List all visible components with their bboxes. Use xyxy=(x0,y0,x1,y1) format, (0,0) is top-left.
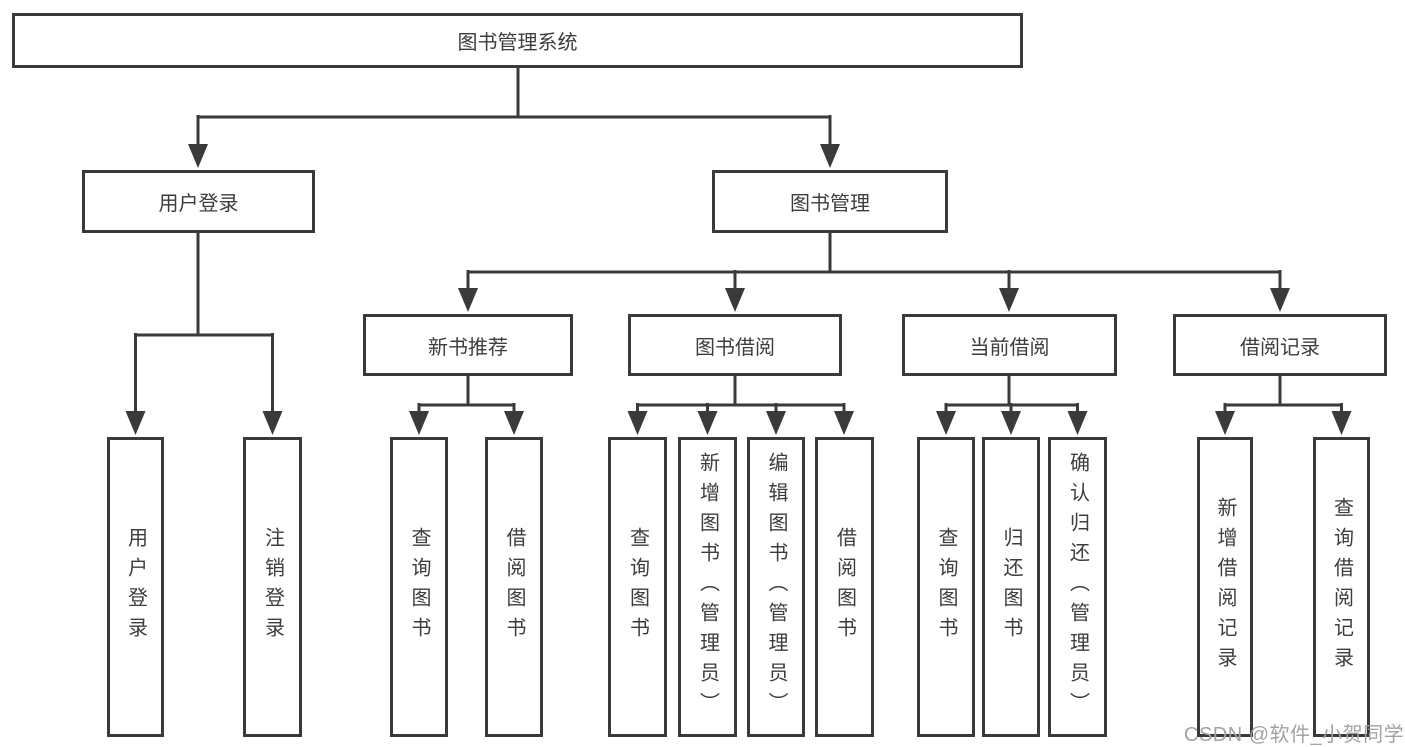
leaf-confirm-return-admin: 确认归还（管理员） xyxy=(1048,437,1107,737)
leaf-add-book-admin: 新增图书（管理员） xyxy=(678,437,737,737)
node-new-book-recommend: 新书推荐 xyxy=(363,314,573,376)
csdn-watermark: CSDN @软件_小贺同学 xyxy=(1184,724,1405,746)
node-library-management-system: 图书管理系统 xyxy=(12,13,1023,68)
leaf-label: 编辑图书（管理员） xyxy=(765,452,787,722)
leaf-label: 用户登录 xyxy=(124,527,147,647)
leaf-label: 确认归还（管理员） xyxy=(1066,452,1089,722)
leaf-borrow-books-borrowing: 借阅图书 xyxy=(815,437,874,737)
leaf-query-books-current: 查询图书 xyxy=(917,437,975,737)
leaf-label: 借阅图书 xyxy=(503,527,525,647)
leaf-label: 归还图书 xyxy=(1000,527,1022,647)
leaf-edit-book-admin: 编辑图书（管理员） xyxy=(747,437,805,737)
leaf-borrow-books-recommend: 借阅图书 xyxy=(485,437,543,737)
node-current-borrowing: 当前借阅 xyxy=(902,314,1117,376)
leaf-logout: 注销登录 xyxy=(243,437,302,737)
leaf-query-books-recommend: 查询图书 xyxy=(390,437,448,737)
leaf-return-book: 归还图书 xyxy=(982,437,1040,737)
leaf-user-login: 用户登录 xyxy=(107,437,164,737)
node-book-borrowing: 图书借阅 xyxy=(628,314,842,376)
leaf-label: 新增借阅记录 xyxy=(1214,497,1236,677)
leaf-label: 查询图书 xyxy=(935,527,957,647)
leaf-label: 借阅图书 xyxy=(833,527,856,647)
leaf-query-borrow-record: 查询借阅记录 xyxy=(1313,437,1370,737)
leaf-label: 查询图书 xyxy=(626,527,649,647)
leaf-label: 查询图书 xyxy=(408,527,430,647)
node-book-management: 图书管理 xyxy=(712,170,948,233)
leaf-add-borrow-record: 新增借阅记录 xyxy=(1197,437,1253,737)
node-borrowing-records: 借阅记录 xyxy=(1173,314,1387,376)
node-user-login: 用户登录 xyxy=(82,170,315,233)
leaf-label: 查询借阅记录 xyxy=(1330,497,1353,677)
leaf-label: 新增图书（管理员） xyxy=(696,452,719,722)
leaf-label: 注销登录 xyxy=(261,527,284,647)
leaf-query-books-borrowing: 查询图书 xyxy=(608,437,667,737)
connector-arrowheads xyxy=(125,144,1352,435)
connector-lines xyxy=(134,68,1343,417)
